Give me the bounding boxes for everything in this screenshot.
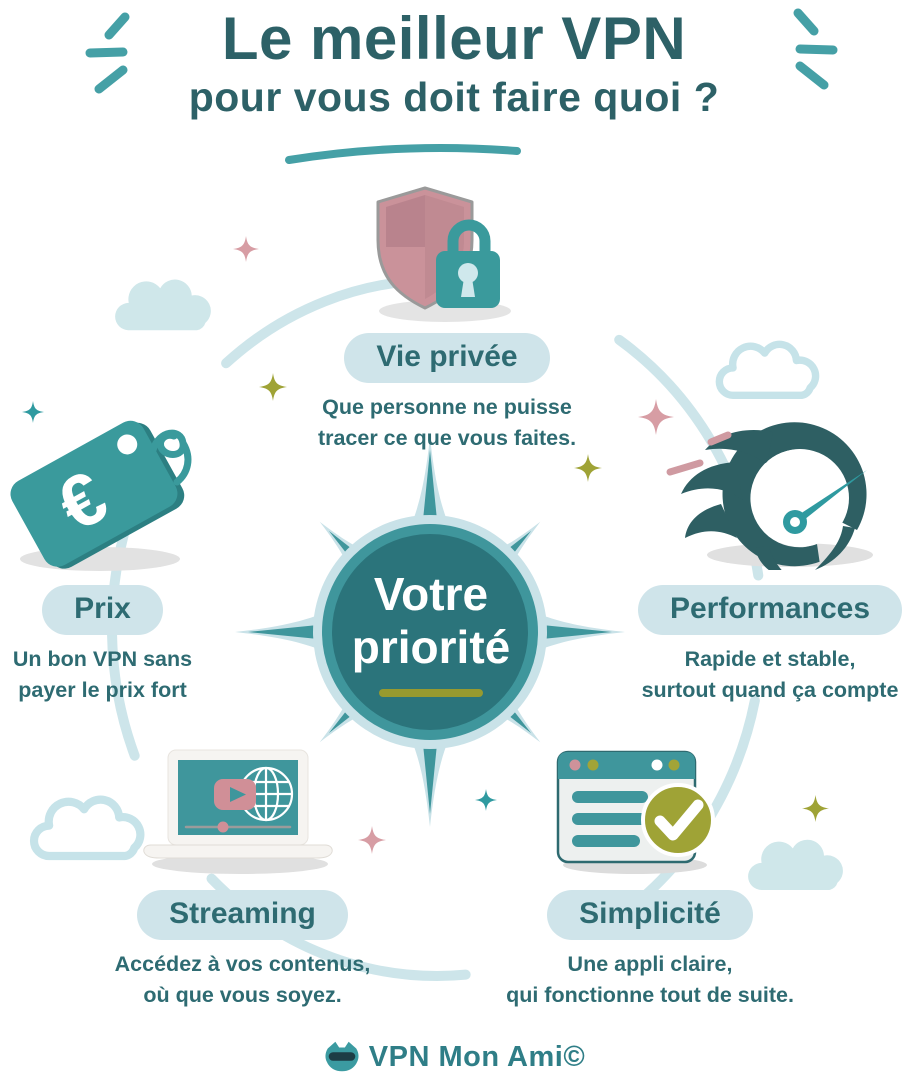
price-desc-line2: payer le prix fort bbox=[18, 678, 187, 703]
price-tag-icon: € bbox=[9, 420, 191, 571]
title-underline-icon bbox=[285, 144, 521, 164]
privacy-desc: Que personne ne puisse tracer ce que vou… bbox=[318, 392, 576, 454]
center-line2: priorité bbox=[351, 621, 511, 673]
node-price: € Prix Un bon VPN sans payer le prix for… bbox=[0, 410, 205, 706]
streaming-desc-line2: où que vous soyez. bbox=[143, 983, 342, 1008]
title-dashes-right-icon bbox=[793, 8, 838, 90]
node-privacy: Vie privée Que personne ne puisse tracer… bbox=[287, 185, 607, 454]
sparkle-icon bbox=[802, 795, 829, 822]
privacy-desc-line1: Que personne ne puisse bbox=[322, 395, 572, 419]
brand-logo: VPN Mon Ami© bbox=[0, 1040, 908, 1074]
page-title: Le meilleur VPN bbox=[0, 6, 908, 72]
node-performance: Performances Rapide et stable, surtout q… bbox=[637, 420, 903, 706]
streaming-label-pill: Streaming bbox=[137, 890, 348, 940]
cloud-icon bbox=[710, 332, 830, 408]
shield-lock-icon bbox=[376, 186, 511, 322]
simplicity-desc-line2: qui fonctionne tout de suite. bbox=[506, 983, 794, 1008]
simplicity-desc: Une appli claire, qui fonctionne tout de… bbox=[506, 949, 794, 1011]
center-priority-label: Votre priorité bbox=[320, 568, 542, 697]
streaming-desc-line1: Accédez à vos contenus, bbox=[114, 952, 371, 976]
title-dashes-left-icon bbox=[85, 12, 130, 94]
performance-desc-line1: Rapide et stable, bbox=[684, 647, 856, 671]
sparkle-icon bbox=[259, 373, 287, 401]
brand-name: VPN Mon Ami© bbox=[368, 1040, 586, 1073]
sparkle-icon bbox=[233, 236, 259, 262]
page-subtitle: pour vous doit faire quoi ? bbox=[188, 74, 720, 120]
center-underline-bar bbox=[379, 689, 483, 697]
performance-label-pill: Performances bbox=[637, 585, 903, 635]
privacy-label-pill: Vie privée bbox=[344, 333, 550, 383]
streaming-desc: Accédez à vos contenus, où que vous soye… bbox=[115, 949, 371, 1011]
app-window-check-icon bbox=[556, 750, 715, 874]
simplicity-desc-line1: Une appli claire, bbox=[567, 952, 733, 976]
compass-rose-icon bbox=[235, 437, 625, 827]
page-header: Le meilleur VPN pour vous doit faire quo… bbox=[0, 6, 908, 121]
price-desc-line1: Un bon VPN sans bbox=[12, 647, 193, 671]
privacy-desc-line2: tracer ce que vous faites. bbox=[317, 426, 577, 451]
price-label-pill: Prix bbox=[42, 585, 163, 635]
laptop-streaming-icon bbox=[142, 749, 333, 874]
simplicity-label-pill: Simplicité bbox=[547, 890, 753, 940]
title-emphasis: meilleur VPN bbox=[310, 5, 687, 72]
speedometer-icon bbox=[666, 422, 873, 570]
center-line1: Votre bbox=[373, 568, 489, 620]
title-prefix: Le bbox=[221, 5, 311, 72]
node-streaming: Streaming Accédez à vos contenus, où que… bbox=[115, 748, 370, 1011]
node-simplicity: Simplicité Une appli claire, qui fonctio… bbox=[506, 745, 794, 1011]
performance-desc-line2: surtout quand ça compte bbox=[641, 678, 899, 703]
performance-desc: Rapide et stable, surtout quand ça compt… bbox=[642, 644, 899, 706]
cloud-icon bbox=[115, 279, 211, 331]
cat-logo-icon bbox=[325, 1041, 359, 1072]
cloud-icon bbox=[748, 839, 843, 890]
price-desc: Un bon VPN sans payer le prix fort bbox=[13, 644, 192, 706]
